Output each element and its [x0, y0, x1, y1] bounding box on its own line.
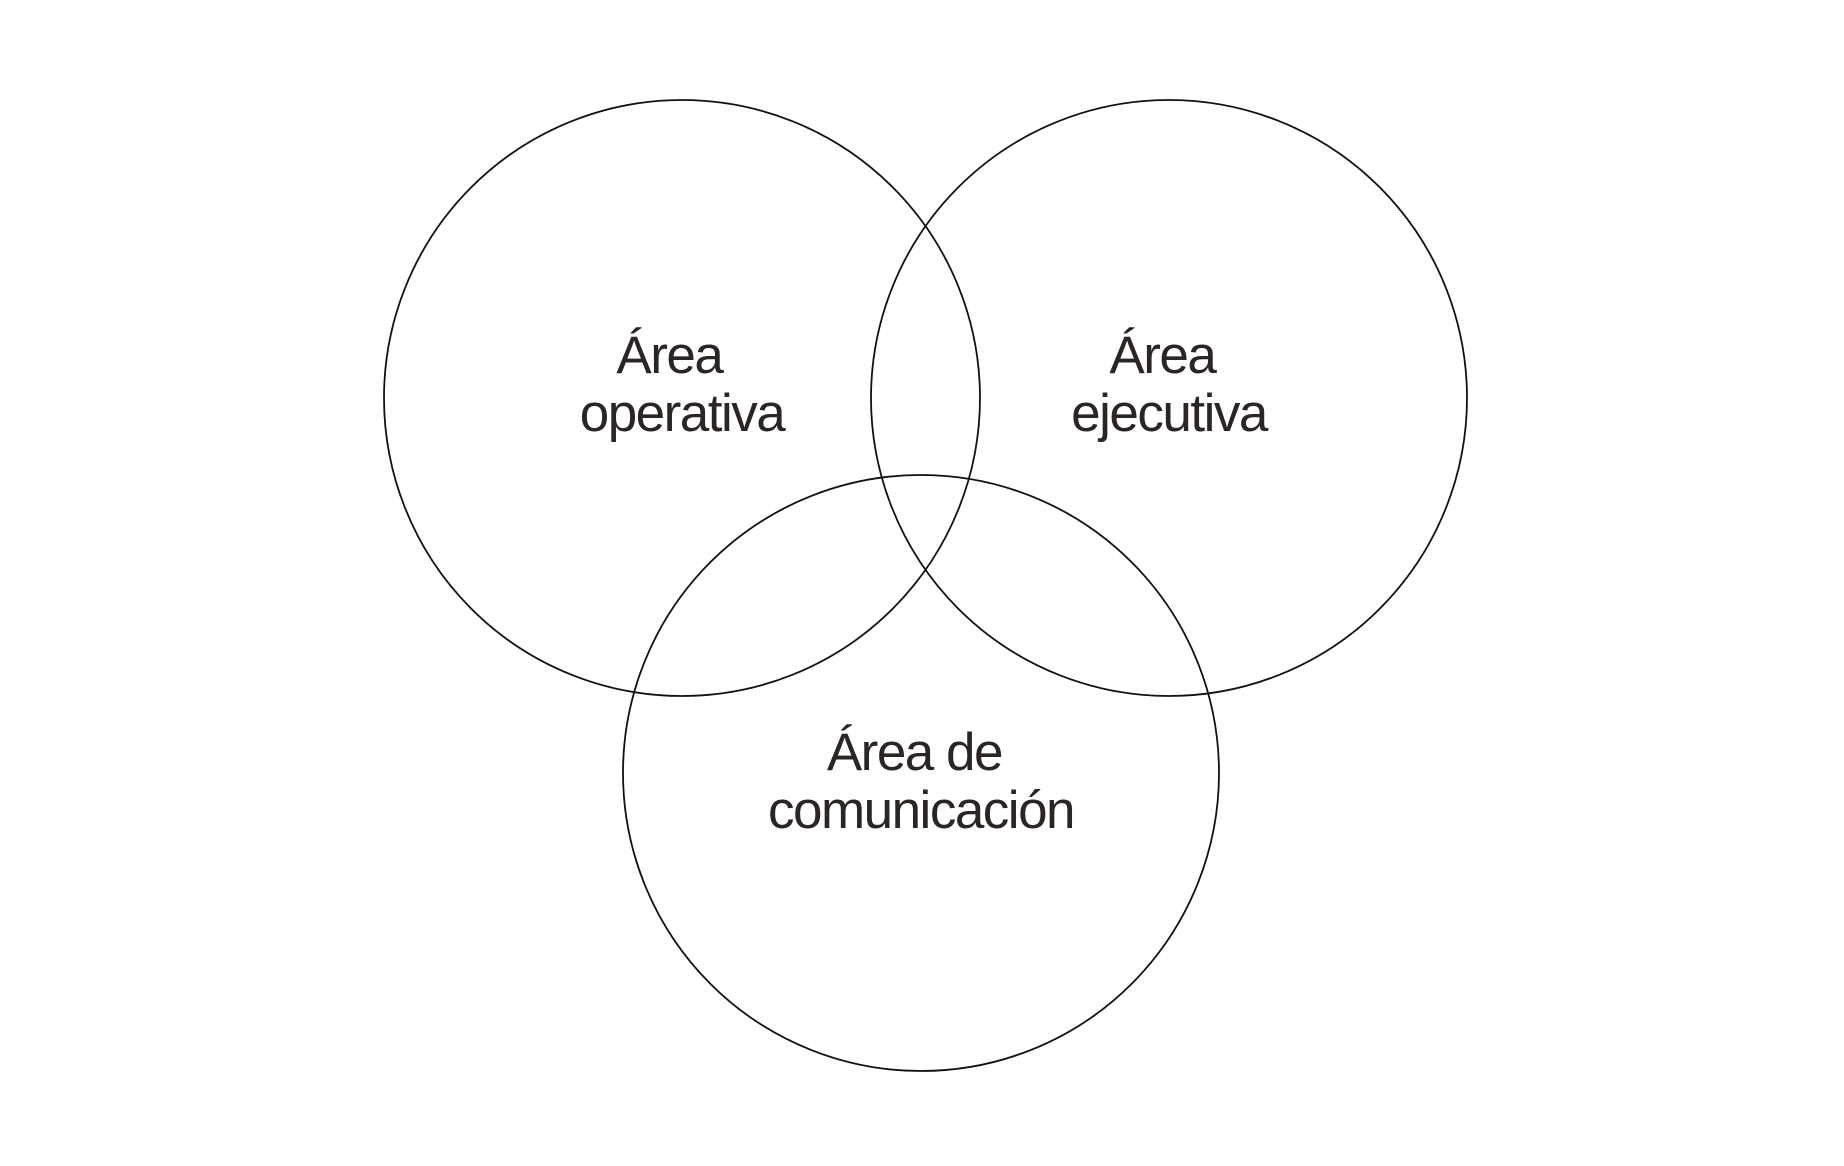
label-ejecutiva-line-2: ejecutiva — [1071, 384, 1269, 443]
circle-operativa — [383, 99, 981, 697]
circle-group-operativa: Área operativa — [383, 99, 981, 697]
label-comunicacion-line-2: comunicación — [768, 781, 1074, 840]
label-comunicacion: Área de comunicación — [768, 723, 1074, 840]
label-operativa-line-1: Área — [616, 326, 724, 385]
circle-comunicacion — [622, 474, 1220, 1072]
label-ejecutiva: Área ejecutiva — [1071, 326, 1269, 443]
circle-group-comunicacion: Área de comunicación — [622, 474, 1220, 1072]
circle-ejecutiva — [870, 99, 1468, 697]
label-comunicacion-line-1: Área de — [827, 723, 1002, 782]
label-operativa: Área operativa — [580, 326, 787, 443]
circle-group-ejecutiva: Área ejecutiva — [870, 99, 1468, 697]
label-operativa-line-2: operativa — [580, 384, 787, 443]
label-ejecutiva-line-1: Área — [1109, 326, 1217, 385]
